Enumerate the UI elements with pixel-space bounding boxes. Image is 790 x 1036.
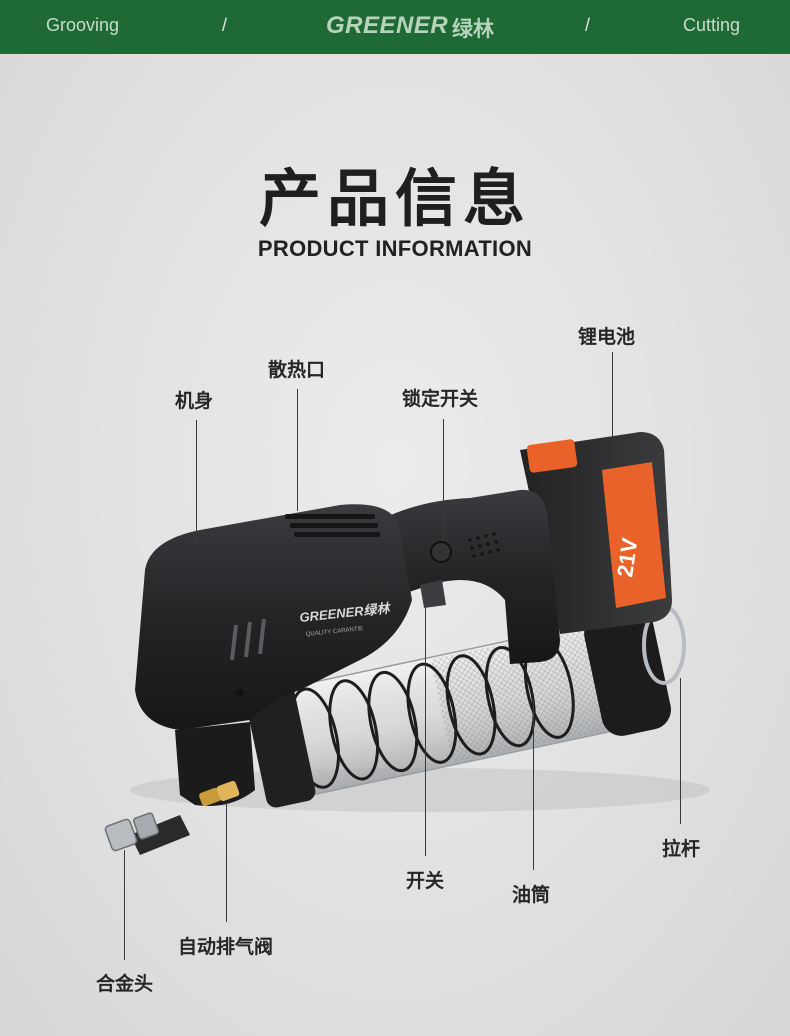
header-bar: Grooving / GREENER 绿林 / Cutting — [0, 0, 790, 54]
label-air-valve: 自动排气阀 — [178, 936, 274, 958]
label-pull-rod: 拉杆 — [662, 838, 701, 860]
leader-cylinder — [533, 700, 534, 870]
label-switch: 开关 — [406, 870, 445, 892]
vent-slots — [285, 514, 380, 537]
label-cylinder: 油筒 — [512, 884, 551, 906]
air-valve — [199, 780, 240, 807]
label-alloy-head: 合金头 — [96, 973, 154, 995]
leader-battery — [612, 352, 613, 438]
screw-hole — [236, 689, 244, 697]
alloy-head — [104, 812, 190, 855]
svg-text:21V: 21V — [612, 536, 642, 579]
main-body — [135, 504, 412, 730]
trigger — [420, 580, 446, 608]
label-body: 机身 — [175, 390, 214, 412]
leader-air-valve — [226, 802, 227, 922]
lock-switch-button — [430, 541, 452, 563]
label-lock-switch: 锁定开关 — [402, 388, 479, 410]
page-title: 产品信息 — [258, 162, 531, 235]
leader-alloy-head — [124, 850, 125, 960]
label-battery: 锂电池 — [578, 326, 636, 348]
handle-grip — [380, 489, 560, 664]
leader-switch — [425, 592, 426, 856]
brand-logo-cn: 绿林 — [452, 17, 494, 41]
header-right-link[interactable]: Cutting — [683, 15, 741, 35]
leader-pull-rod — [680, 678, 681, 824]
leader-lock-switch — [443, 419, 444, 541]
svg-text:QUALITY CARANTIE: QUALITY CARANTIE — [306, 626, 364, 638]
page-subtitle: PRODUCT INFORMATION — [257, 236, 533, 261]
grip-texture — [468, 532, 500, 558]
front-grille — [230, 618, 266, 661]
header-separator-left: / — [222, 15, 228, 35]
label-vent: 散热口 — [268, 359, 326, 381]
leader-vent — [297, 389, 298, 511]
grease-cylinder — [245, 607, 671, 808]
header-left-link[interactable]: Grooving — [46, 15, 120, 35]
battery-pack: 21V — [520, 432, 672, 634]
brand-logo: GREENER — [326, 12, 449, 39]
leader-body — [196, 420, 197, 548]
header-separator-right: / — [585, 15, 591, 35]
